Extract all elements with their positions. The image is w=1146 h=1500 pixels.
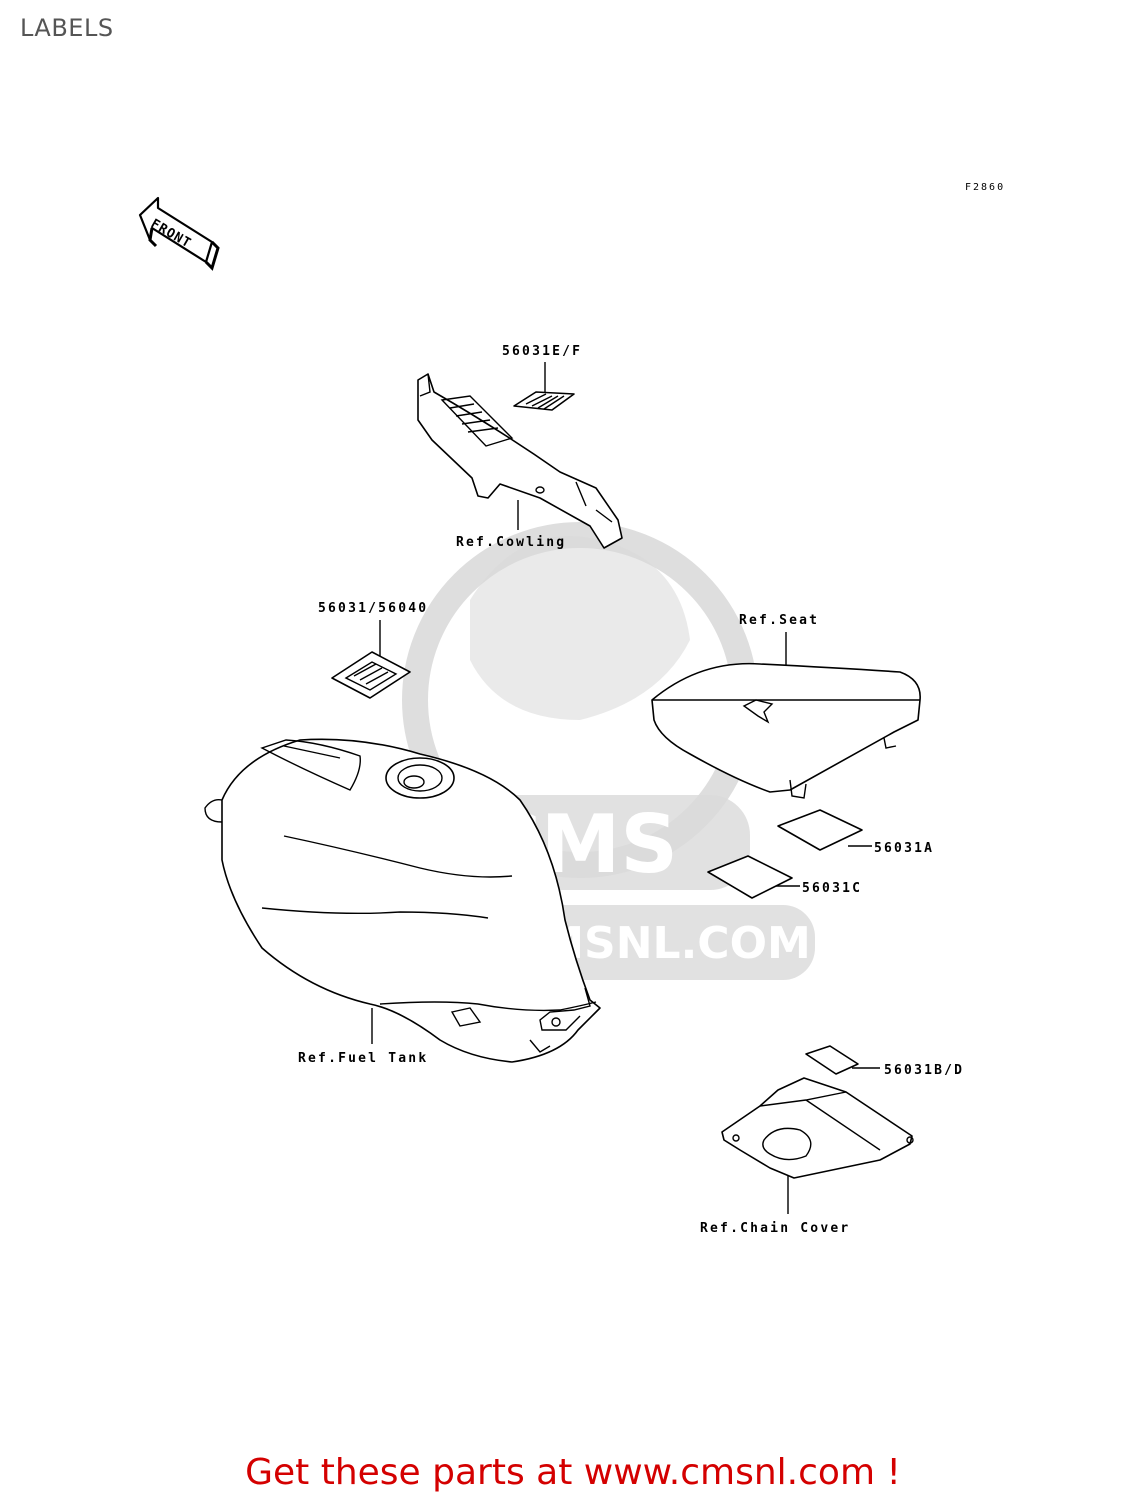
page-title: LABELS xyxy=(20,14,114,42)
ref-chain-cover: Ref.Chain Cover xyxy=(700,1221,850,1236)
footer-promo-link[interactable]: Get these parts at www.cmsnl.com ! xyxy=(245,1452,901,1493)
callout-56031-56040: 56031/56040 xyxy=(318,601,428,616)
seat-part xyxy=(651,662,921,799)
callout-56031a: 56031A xyxy=(874,841,934,856)
fuel-tank-part xyxy=(204,738,601,1063)
label-56031a-icon xyxy=(777,809,863,851)
figure-code: F2860 xyxy=(965,182,1005,193)
chain-cover-part xyxy=(721,1077,914,1179)
cowling-part xyxy=(417,373,623,549)
callout-56031bd: 56031B/D xyxy=(884,1063,964,1078)
label-56031-56040-icon xyxy=(331,651,411,699)
front-arrow-icon: FRONT xyxy=(138,196,220,271)
ref-cowling: Ref.Cowling xyxy=(456,535,566,550)
ref-fuel-tank: Ref.Fuel Tank xyxy=(298,1051,428,1066)
label-56031ef-icon xyxy=(513,391,575,411)
ref-seat: Ref.Seat xyxy=(739,613,819,628)
callout-56031ef: 56031E/F xyxy=(502,344,582,359)
label-56031bd-icon xyxy=(805,1045,859,1075)
label-56031c-icon xyxy=(707,855,793,899)
callout-56031c: 56031C xyxy=(802,881,862,896)
